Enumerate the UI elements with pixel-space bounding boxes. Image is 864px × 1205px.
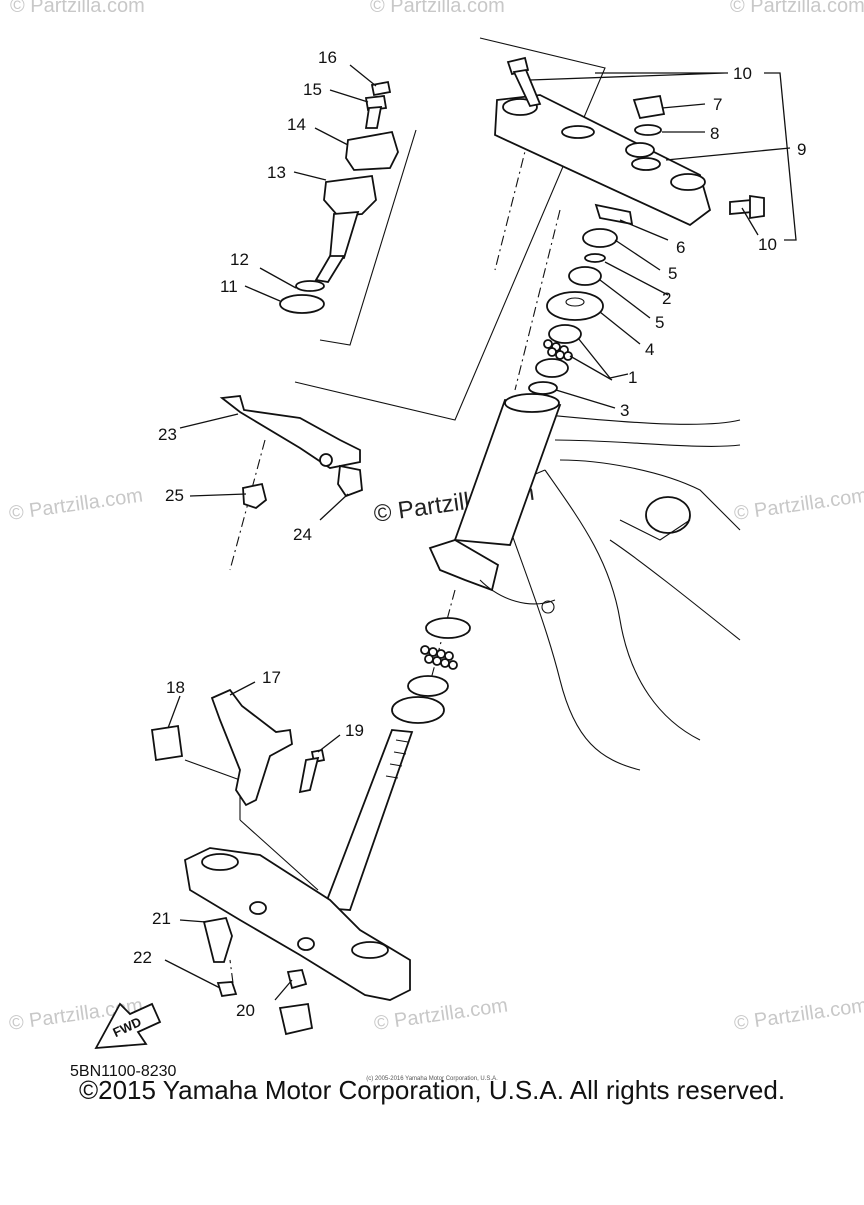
callout-14: 14 xyxy=(287,115,306,134)
damper xyxy=(279,294,325,314)
bolt-10-top xyxy=(506,56,542,108)
watermark-faint: © Partzilla.com xyxy=(733,994,864,1035)
tiny-copyright: (c) 2005-2016 Yamaha Motor Corporation, … xyxy=(366,1076,498,1082)
lower-bracket xyxy=(184,847,411,1001)
group-outline xyxy=(184,759,241,820)
callout-24: 24 xyxy=(293,525,312,544)
bearing-race-lower xyxy=(407,675,449,697)
cap xyxy=(370,80,392,97)
fwd-arrow: FWD xyxy=(94,1002,162,1050)
watermark-faint: © Partzilla.com xyxy=(733,484,864,525)
horn-bracket xyxy=(210,688,293,807)
steering-stem xyxy=(322,729,414,911)
watermark-faint: © Partzilla.com xyxy=(8,484,145,525)
callout-7: 7 xyxy=(713,95,722,114)
nut xyxy=(242,482,268,510)
bearing-race xyxy=(548,324,582,344)
ring-nut xyxy=(568,266,602,286)
callout-18: 18 xyxy=(166,678,185,697)
holder-bolt xyxy=(364,95,388,129)
stem-nut xyxy=(278,1002,314,1036)
lower-bracket-bolt xyxy=(216,981,238,997)
diagram-code: 5BN1100-8230 xyxy=(70,1063,177,1080)
washer xyxy=(634,124,662,136)
watermark-faint: © Partzilla.com xyxy=(370,0,505,17)
axis-line xyxy=(514,209,561,391)
callout-19: 19 xyxy=(345,721,364,740)
callout-5: 5 xyxy=(668,264,677,283)
crown-nut xyxy=(632,94,666,120)
callout-21: 21 xyxy=(152,909,171,928)
bearing-race xyxy=(535,358,569,378)
callout-22: 22 xyxy=(133,948,152,967)
head-pipe xyxy=(428,393,562,614)
upper-holder xyxy=(345,130,399,171)
callout-10: 10 xyxy=(733,64,752,83)
bearing-race-lower xyxy=(425,617,471,639)
clamp-lower xyxy=(202,916,233,963)
axis-line xyxy=(229,959,234,984)
callout-11: 11 xyxy=(220,277,238,296)
callout-1: 1 xyxy=(628,368,637,387)
callout-20: 20 xyxy=(236,1001,255,1020)
upper-bracket xyxy=(494,94,712,227)
callout-5: 5 xyxy=(655,313,664,332)
bolt-19 xyxy=(298,748,326,794)
lower-holder xyxy=(314,174,377,283)
rubber-washer xyxy=(584,253,606,263)
group-outline xyxy=(239,819,319,891)
washer-bolt xyxy=(286,968,308,990)
callout-12: 12 xyxy=(230,250,249,269)
callout-17: 17 xyxy=(262,668,281,687)
frame xyxy=(499,414,741,771)
leader-lines xyxy=(164,64,797,1001)
callout-8: 8 xyxy=(710,124,719,143)
group-outline xyxy=(319,129,417,346)
washer xyxy=(295,280,325,292)
dust-seal xyxy=(528,381,558,395)
callout-3: 3 xyxy=(620,401,629,420)
group-outline xyxy=(294,37,606,421)
lock-washer xyxy=(594,203,634,226)
watermark-faint: © Partzilla.com xyxy=(10,0,145,17)
callout-2: 2 xyxy=(662,289,671,308)
callout-23: 23 xyxy=(158,425,177,444)
clamp xyxy=(337,464,363,498)
callout-25: 25 xyxy=(165,486,184,505)
dust-seal-lower xyxy=(391,696,445,724)
callout-6: 6 xyxy=(676,238,685,257)
damper-block xyxy=(150,724,184,762)
callout-4: 4 xyxy=(645,340,654,359)
ring-nut xyxy=(582,228,618,248)
callouts: 1 2 3 4 5 5 6 7 8 9 10 10 11 12 13 14 15… xyxy=(133,48,806,1020)
cable-guide xyxy=(219,395,361,469)
ball-bearings xyxy=(543,339,573,361)
ball-bearings-lower xyxy=(420,645,458,670)
callout-9: 9 xyxy=(797,140,806,159)
callout-16: 16 xyxy=(318,48,337,67)
watermark-faint: © Partzilla.com xyxy=(730,0,864,17)
callout-15: 15 xyxy=(303,80,322,99)
callout-13: 13 xyxy=(267,163,286,182)
watermark-faint: © Partzilla.com xyxy=(373,994,510,1035)
callout-10: 10 xyxy=(758,235,777,254)
bolt-10-right xyxy=(729,194,765,220)
footer-copyright: ©2015 Yamaha Motor Corporation, U.S.A. A… xyxy=(78,1075,786,1105)
